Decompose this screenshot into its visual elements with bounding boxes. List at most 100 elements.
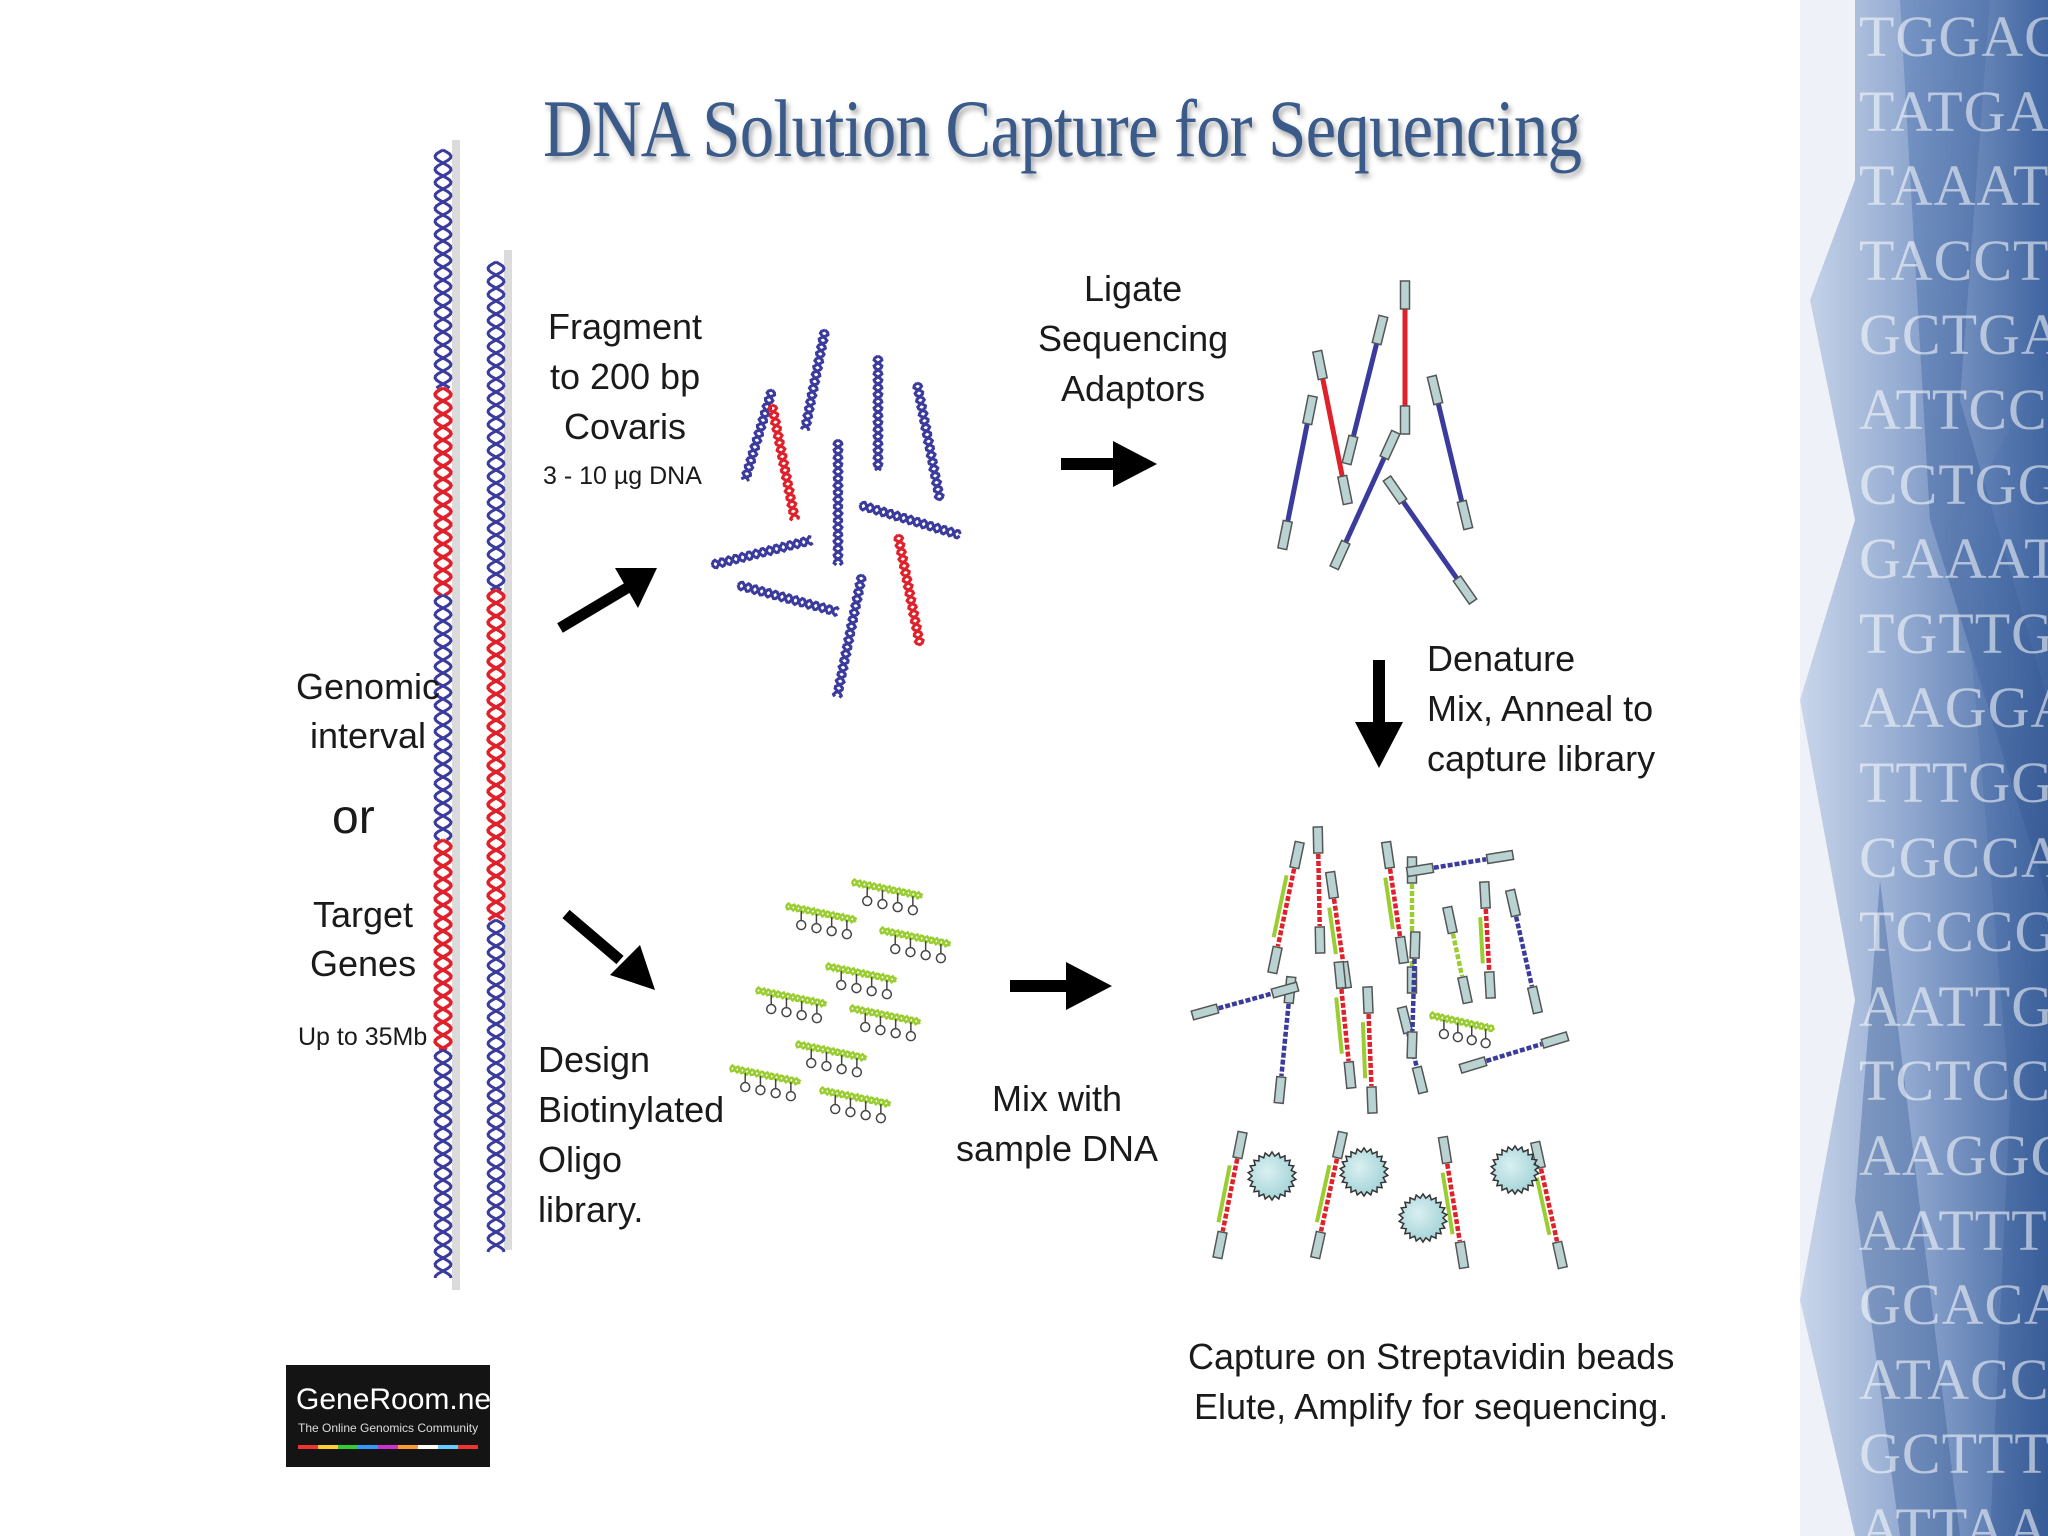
adaptor [1506,889,1521,916]
page-title: DNA Solution Capture for Sequencing [543,82,1581,176]
adaptor [1338,475,1352,504]
biotin-tag [1481,1039,1490,1048]
adaptor [1480,882,1490,908]
arrow-denature [1355,660,1403,768]
adaptor [1401,406,1410,434]
ligated-fragment [1330,430,1400,569]
annealed-fragment [1191,982,1298,1020]
adaptor [1333,1131,1347,1158]
biotin-tag [1467,1036,1476,1045]
adaptor [1344,1062,1356,1089]
adaptor [1213,1231,1227,1258]
biotin-tag [876,1026,885,1035]
biotin-tag [1453,1033,1462,1042]
annealed-fragment [1438,1136,1468,1268]
sequence-row: AATTGCA [1855,970,2048,1045]
sequence-row: AAGGCTA [1855,1119,2048,1194]
label-dna-amount: 3 - 10 µg DNA [543,464,702,489]
annealed-fragment [1334,962,1356,1089]
adaptor [1407,1032,1417,1058]
biotinylated-oligo [852,880,923,915]
biotin-tag [837,981,846,990]
annealed-fragment [1363,987,1377,1113]
chromosome-right [488,250,512,1252]
biotin-tag [852,984,861,993]
adaptor [1455,1241,1468,1268]
adaptor [1191,1004,1218,1020]
biotin-tag [1439,1030,1448,1039]
annealed-capture-mix [1191,827,1568,1269]
dna-fragment [834,440,842,565]
biotinylated-oligo [820,1088,891,1123]
biotin-tag [842,930,851,939]
adaptor [1443,906,1457,933]
dna-fragment [914,383,943,500]
streptavidin-bead [1248,1152,1296,1200]
ligated-fragment [1278,395,1317,549]
label-genomic-interval: Genomic interval [296,662,440,760]
adaptor [1326,871,1339,898]
sequence-row: TTTGGGT [1855,746,2048,821]
adaptor [1268,946,1282,973]
dna-fragment [801,330,828,431]
sequence-row: TAAATCT [1855,149,2048,224]
biotinylated-oligos [730,880,951,1123]
biotin-tag [767,1005,776,1014]
adaptor [1313,350,1327,379]
biotin-tag [861,1111,870,1120]
label-up-to-35mb: Up to 35Mb [298,1025,427,1050]
adaptor [1233,1131,1247,1158]
adaptor [1486,850,1513,863]
sequence-row: TATGAAG [1855,75,2048,150]
biotin-tag [797,921,806,930]
label-denature: Denature Mix, Anneal to capture library [1427,634,1655,784]
annealed-fragment [1313,827,1325,953]
adaptor [1313,827,1323,853]
biotin-tag [812,1014,821,1023]
dna-fragment [874,356,882,470]
label-capture-elute: Capture on Streptavidin beads Elute, Amp… [1188,1332,1674,1432]
biotin-tag [893,903,902,912]
sequence-row: TACCTCC [1855,224,2048,299]
annealed-fragment [1213,1131,1247,1258]
label-target-genes: Target Genes [310,890,416,988]
adaptor [1315,927,1325,953]
biotin-tag [846,1108,855,1117]
sequence-row: GCTTTTT [1855,1417,2048,1492]
sequence-row: GCACAAA [1855,1268,2048,1343]
adaptor [1367,1087,1377,1113]
sequence-row: GAAATTA [1855,522,2048,597]
adaptor [1372,315,1388,344]
genomic-dna-strands [435,140,512,1290]
biotin-tag [863,897,872,906]
biotin-tag [867,987,876,996]
dna-fragment [834,575,866,698]
adaptor [1383,476,1406,504]
dna-fragment [769,405,799,521]
biotin-tag [908,906,917,915]
label-mix-with-sample: Mix with sample DNA [956,1074,1158,1174]
biotin-tag [771,1089,780,1098]
generoom-logo: GeneRoom.net The Online Genomics Communi… [286,1365,490,1467]
sequence-row: TGGAGAT [1855,0,2048,75]
label-design-oligo: Design Biotinylated Oligo library. [538,1035,724,1235]
arrow-ligate [1061,441,1157,487]
adaptor [1459,1057,1486,1073]
biotin-tag [827,927,836,936]
adaptor [1396,936,1409,963]
adaptor [1363,987,1373,1013]
adaptor [1382,841,1395,868]
sequence-row: CGCCAGG [1855,821,2048,896]
fragment-strand [1323,379,1343,477]
fragment-strand [1353,344,1376,437]
biotin-tag [921,951,930,960]
biotin-tag [936,954,945,963]
adaptor [1311,1231,1325,1258]
logo-color-bar [298,1445,478,1449]
biotin-tag [782,1008,791,1017]
adaptor [1553,1241,1567,1268]
adaptor [1334,962,1346,989]
